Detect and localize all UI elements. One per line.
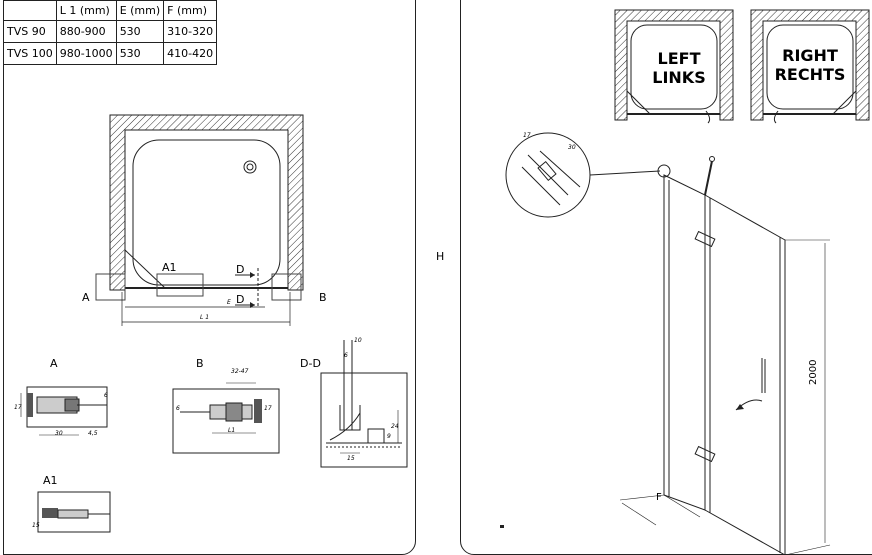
detail-a-dim: 4,5 (88, 430, 98, 437)
detail-dd-dim: 24 (391, 423, 399, 430)
detail-a-title: A (50, 357, 58, 370)
orientation-links-text: LINKS (652, 68, 706, 87)
table-row: TVS 90 880-900 530 310-320 (3, 20, 218, 43)
table-cell: TVS 90 (3, 20, 57, 43)
detail-dd-title: D-D (300, 357, 321, 370)
callout-a: A (82, 291, 90, 304)
right-page (460, 0, 872, 555)
table-cell: 530 (115, 20, 165, 43)
detail-a1-title: A1 (43, 474, 58, 487)
detail-b-dim: 6 (176, 405, 180, 412)
detail-b-title: B (196, 357, 204, 370)
dim-l1-label: L 1 (200, 314, 210, 321)
perspective-drawing (500, 132, 831, 555)
detail-dd-dim: 15 (347, 455, 355, 462)
table-header-cell: E (mm) (115, 0, 165, 21)
gutter-mark: H (436, 250, 445, 263)
section-mark-top: D (236, 263, 245, 276)
dim-e-label: E (227, 299, 231, 306)
detail-a-dim: 6 (104, 392, 108, 399)
callout-a1: A1 (162, 261, 177, 274)
detail-a-dim: 17 (14, 404, 22, 411)
table-cell: 880-900 (55, 20, 117, 43)
detail-a1-dim: 15 (32, 522, 40, 529)
table-cell: 410-420 (163, 42, 218, 65)
table-cell: 530 (115, 42, 165, 65)
plan-view-drawing (95, 114, 304, 326)
table-header-cell: L 1 (mm) (55, 0, 117, 21)
callout-b: B (319, 291, 327, 304)
orientation-rechts-text: RECHTS (774, 65, 846, 84)
detail-dd-dim: 9 (387, 433, 391, 440)
zoom-dim: 30 (568, 144, 576, 151)
section-mark-bottom: D (236, 293, 245, 306)
detail-b-dim: 17 (264, 405, 272, 412)
orientation-right-label: RIGHT RECHTS (770, 46, 850, 84)
zoom-dim: 17 (523, 132, 531, 139)
detail-b-drawing (172, 382, 280, 454)
detail-dd-dim: 10 (354, 337, 362, 344)
orientation-left-text: LEFT (657, 49, 701, 68)
table-header-cell: F (mm) (163, 0, 218, 21)
orientation-right-text: RIGHT (782, 46, 838, 65)
height-dim-label: 2000 (808, 359, 819, 385)
left-page (3, 0, 416, 555)
table-cell: 980-1000 (55, 42, 117, 65)
depth-dim-label: F (656, 492, 662, 503)
dimension-table: L 1 (mm) E (mm) F (mm) TVS 90 880-900 53… (3, 0, 218, 65)
detail-a-drawing (20, 386, 108, 436)
table-cell: TVS 100 (3, 42, 57, 65)
detail-a1-drawing (37, 491, 111, 533)
table-cell: 310-320 (163, 20, 218, 43)
right-orientation-diagram (750, 9, 870, 124)
detail-a-dim: 30 (55, 430, 63, 437)
left-orientation-diagram (614, 9, 734, 124)
table-header-row: L 1 (mm) E (mm) F (mm) (3, 0, 218, 21)
detail-dd-drawing (320, 340, 408, 468)
orientation-left-label: LEFT LINKS (644, 49, 714, 87)
detail-dd-dim: 6 (344, 352, 348, 359)
detail-b-dim: L1 (228, 427, 236, 434)
detail-b-dim: 32-47 (231, 368, 249, 375)
table-header-cell (3, 0, 57, 21)
table-row: TVS 100 980-1000 530 410-420 (3, 42, 218, 65)
